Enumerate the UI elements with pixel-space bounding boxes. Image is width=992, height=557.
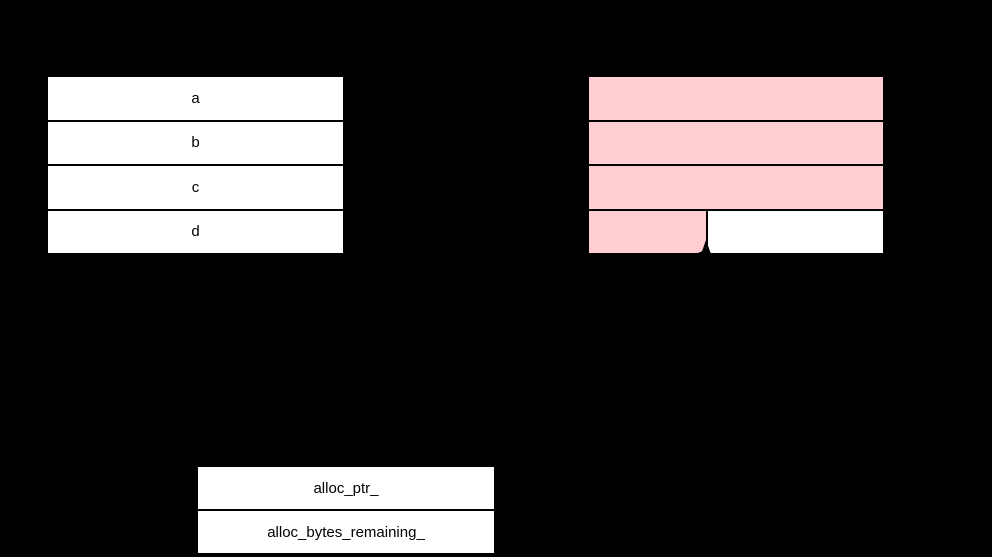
memory-row-used-1: [587, 75, 885, 122]
block-row-d: d: [46, 208, 345, 255]
alloc-ptr-row: alloc_ptr_: [196, 465, 496, 511]
block-row-b: b: [46, 119, 345, 166]
memory-row-partial: [587, 208, 885, 255]
memory-row-used-2: [587, 119, 885, 166]
block-row-a: a: [46, 75, 345, 122]
alloc-bytes-remaining-row: alloc_bytes_remaining_: [196, 509, 496, 555]
used-region: [589, 210, 706, 253]
block-label-d: d: [191, 223, 200, 241]
alloc-ptr-label: alloc_ptr_: [313, 479, 379, 497]
allocation-boundary-divider: [706, 210, 708, 253]
block-row-c: c: [46, 164, 345, 211]
memory-row-used-3: [587, 164, 885, 211]
memory-table: [587, 75, 885, 255]
block-label-b: b: [191, 134, 200, 152]
block-label-a: a: [191, 89, 200, 107]
pointer-state-table: alloc_ptr_ alloc_bytes_remaining_: [196, 465, 496, 555]
arrow-line: [345, 255, 707, 466]
block-label-c: c: [191, 178, 200, 196]
blocks-table: a b c d: [46, 75, 345, 255]
alloc-bytes-remaining-label: alloc_bytes_remaining_: [267, 523, 425, 541]
free-region: [708, 210, 883, 253]
